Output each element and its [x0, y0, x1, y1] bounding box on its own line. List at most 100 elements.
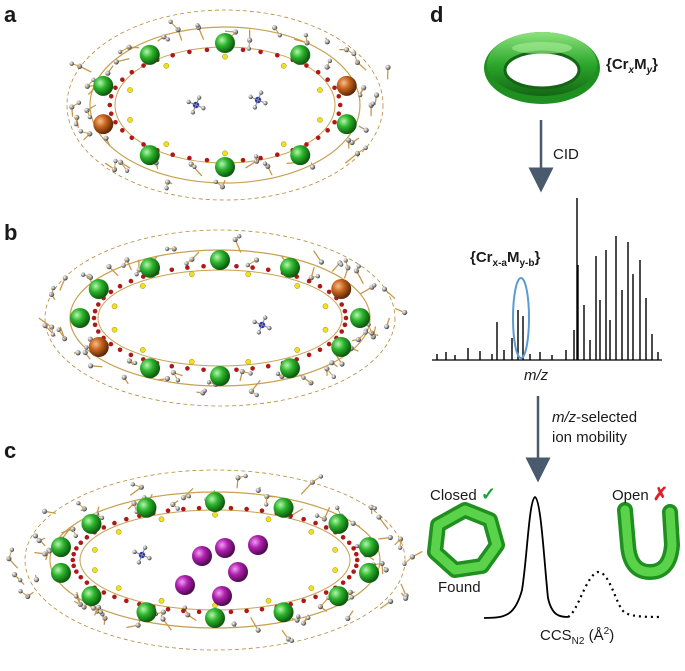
hydrogen-atom	[349, 595, 355, 600]
carbon-atom	[354, 59, 361, 65]
oxygen-atom	[124, 516, 129, 522]
hydrogen-atom	[69, 61, 74, 66]
oxygen-atom	[351, 569, 356, 574]
carbon-atom	[113, 59, 119, 65]
carbon-atom	[309, 164, 316, 170]
panel-label-b: b	[4, 220, 18, 245]
hydrogen-atom	[315, 273, 321, 279]
oxygen-atom	[301, 598, 306, 604]
panel-label-d: d	[430, 2, 444, 27]
hydrogen-atom	[343, 258, 348, 263]
hydrogen-atom	[80, 272, 86, 277]
hydrogen-atom	[372, 283, 377, 288]
fluorine-atom	[188, 358, 195, 365]
hydrogen-atom	[165, 37, 171, 42]
metal-atom-purple	[248, 535, 268, 555]
hydrogen-atom	[252, 319, 257, 325]
carbon-atom	[387, 534, 393, 541]
oxygen-atom	[343, 315, 349, 321]
fluorine-atom	[280, 141, 287, 147]
fluorine-atom	[139, 347, 146, 353]
hydrogen-atom	[168, 19, 173, 24]
carbon-atom	[135, 622, 141, 628]
metal-atom-orange	[88, 337, 109, 357]
oxygen-atom	[71, 551, 76, 557]
fluorine-atom	[115, 585, 122, 592]
carbon-atom	[121, 374, 127, 380]
oxygen-atom	[187, 49, 192, 55]
carbon-atom	[36, 537, 42, 544]
oxygen-atom	[301, 516, 306, 522]
hydrogen-atom	[78, 129, 84, 134]
chromium-atom	[93, 75, 114, 96]
hydrogen-atom	[253, 154, 259, 159]
carbon-atom	[324, 39, 330, 45]
hydrogen-atom	[351, 51, 357, 56]
chromium-atom	[140, 358, 160, 379]
oxygen-atom	[112, 594, 117, 600]
carbon-atom	[388, 598, 394, 604]
oxygen-atom	[129, 69, 135, 75]
carbon-atom	[62, 275, 68, 281]
hydrogen-atom	[87, 114, 93, 120]
fluorine-atom	[188, 271, 195, 278]
chromium-atom	[290, 145, 311, 166]
oxygen-atom	[74, 569, 79, 574]
hydrogen-atom	[184, 261, 189, 266]
oxygen-atom	[92, 322, 98, 328]
hydrogen-atom	[248, 371, 253, 376]
hydrogen-atom	[195, 23, 200, 28]
carbon-atom	[363, 127, 369, 133]
oxygen-atom	[74, 546, 79, 551]
cid-label: CID	[553, 146, 579, 163]
oxygen-atom	[340, 535, 346, 540]
carbon-atom	[373, 92, 380, 98]
oxygen-atom	[91, 315, 97, 321]
hydrogen-atom	[206, 380, 212, 385]
oxygen-atom	[304, 142, 309, 147]
oxygen-atom	[332, 119, 337, 125]
hydrogen-atom	[301, 375, 306, 380]
oxygen-atom	[201, 367, 206, 373]
hydrogen-atom	[264, 502, 269, 507]
oxygen-atom	[228, 609, 234, 615]
carbon-atom	[402, 309, 408, 316]
fluorine-atom	[322, 326, 329, 333]
chromium-atom	[210, 366, 230, 386]
hydrogen-atom	[186, 494, 192, 499]
hydrogen-atom	[76, 500, 81, 506]
oxygen-atom	[204, 47, 210, 53]
oxygen-atom	[170, 152, 176, 158]
oxygen-atom	[107, 102, 113, 108]
carbon-atom	[33, 577, 40, 583]
oxygen-atom	[120, 77, 125, 82]
fluorine-atom	[317, 87, 323, 93]
hydrogen-atom	[248, 94, 253, 100]
ion-mobility-label-line1: m/z-selected	[552, 409, 638, 426]
hydrogen-atom	[246, 46, 252, 51]
oxygen-atom	[336, 111, 342, 117]
chromium-atom	[70, 308, 90, 328]
carbon-atom	[321, 516, 327, 522]
hydrogen-atom	[357, 92, 363, 98]
closed-label: Closed ✓	[430, 484, 496, 504]
molecule-structure-b	[38, 229, 408, 407]
oxygen-atom	[165, 606, 171, 612]
hydrogen-atom	[303, 32, 309, 38]
carbon-atom	[381, 286, 388, 292]
oxygen-atom	[117, 347, 123, 353]
hydrogen-atom	[132, 360, 138, 366]
ring-cartoon-intact	[484, 32, 600, 104]
carbon-atom	[383, 567, 389, 573]
hydrogen-atom	[130, 482, 136, 487]
chromium-atom	[88, 279, 109, 299]
oxygen-atom	[228, 505, 234, 511]
fluorine-atom	[222, 53, 228, 60]
oxygen-atom	[169, 363, 175, 369]
chromium-atom	[280, 257, 300, 278]
chromium-atom	[136, 602, 157, 623]
hydrogen-atom	[98, 609, 104, 615]
chromium-atom	[136, 497, 157, 518]
oxygen-atom	[117, 283, 123, 289]
hydrogen-atom	[190, 110, 196, 115]
